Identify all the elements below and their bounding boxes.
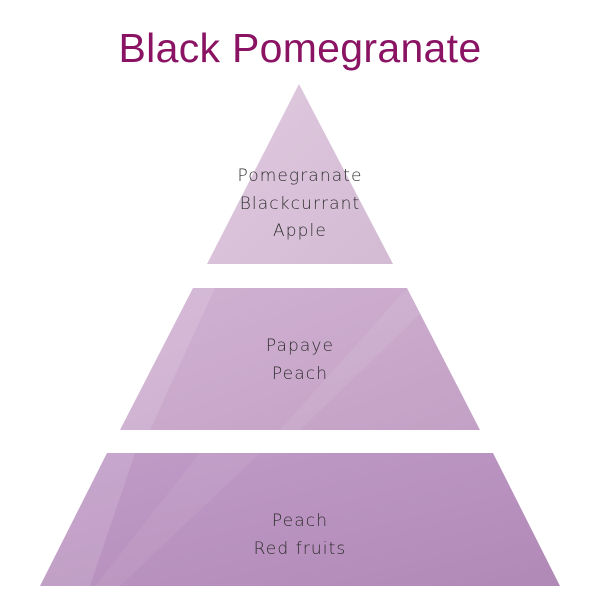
pyramid-title: Black Pomegranate	[118, 25, 482, 71]
note-label: Red fruits	[253, 538, 347, 559]
tier-bottom-notes: Peach Red fruits	[150, 508, 450, 563]
pyramid-tier-middle-sheen	[120, 288, 215, 430]
note-label: Blackcurrant	[239, 193, 361, 214]
note-label: Peach	[271, 511, 329, 531]
pyramid-tier-bottom-sheen-right	[95, 453, 260, 586]
note-label: Peach	[271, 363, 329, 384]
note-label: Pomegranate	[237, 166, 363, 186]
tier-top-notes: Pomegranate Blackcurrant Apple	[150, 163, 450, 246]
tier-middle-notes: Papaye Peach	[150, 333, 450, 388]
pyramid-tier-bottom	[40, 453, 560, 586]
note-label: Papaye	[265, 336, 335, 356]
note-label: Apple	[273, 221, 327, 241]
pyramid-tier-bottom-sheen	[40, 453, 135, 586]
pyramid-tier-middle	[120, 288, 480, 430]
pyramid-tier-top	[207, 84, 393, 264]
pyramid-tier-middle-sheen-right	[280, 288, 420, 430]
